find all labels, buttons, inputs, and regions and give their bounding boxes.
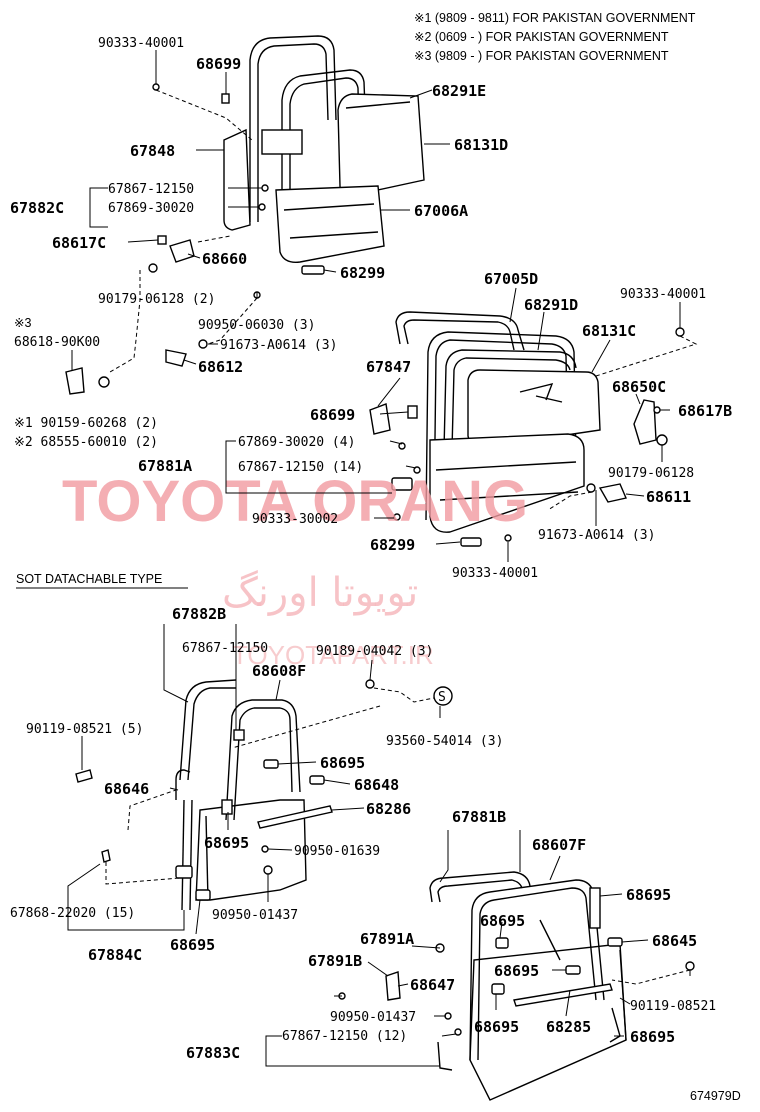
part-label[interactable]: 67848	[130, 142, 175, 160]
part-label[interactable]: 68608F	[252, 662, 306, 680]
part-label[interactable]: 90119-08521	[630, 999, 716, 1014]
part-label[interactable]: 68618-90K00	[14, 335, 100, 350]
part-label[interactable]: ※2 68555-60010 (2)	[14, 435, 158, 450]
applicability-note-1: ※1 (9809 - 9811) FOR PAKISTAN GOVERNMENT	[414, 11, 696, 25]
part-label[interactable]: 68291E	[432, 82, 486, 100]
part-label[interactable]: 68695	[630, 1028, 675, 1046]
section-label: SOT DATACHABLE TYPE	[16, 572, 162, 586]
part-label[interactable]: 67005D	[484, 270, 538, 288]
watermark-brand: TOYOTA ORANG	[62, 469, 528, 534]
part-label[interactable]: 68291D	[524, 296, 578, 314]
part-label[interactable]: 90950-06030 (3)	[198, 318, 315, 333]
part-label[interactable]: 68299	[370, 536, 415, 554]
part-label[interactable]: 67882B	[172, 605, 226, 623]
part-label[interactable]: 91673-A0614 (3)	[220, 338, 337, 353]
part-label[interactable]: 91673-A0614 (3)	[538, 528, 655, 543]
part-label[interactable]: 90333-40001	[98, 36, 184, 51]
part-label[interactable]: 68695	[480, 912, 525, 930]
part-label[interactable]: 67847	[366, 358, 411, 376]
applicability-note-2: ※2 (0609 - ) FOR PAKISTAN GOVERNMENT	[414, 30, 669, 44]
part-label[interactable]: 68695	[204, 834, 249, 852]
detachable-front-door-drawing: S	[75, 679, 453, 911]
part-label[interactable]: ※1 90159-60268 (2)	[14, 416, 158, 431]
part-label[interactable]: 68299	[340, 264, 385, 282]
part-label[interactable]: 68611	[646, 488, 691, 506]
leader-lines	[67, 50, 691, 1067]
part-label[interactable]: 67869-30020	[108, 201, 194, 216]
watermark-persian: تویوتا اورنگ	[222, 570, 418, 616]
part-label[interactable]: 68660	[202, 250, 247, 268]
part-label[interactable]: 90950-01437	[330, 1010, 416, 1025]
part-label[interactable]: 90950-01437	[212, 908, 298, 923]
part-label[interactable]: 68612	[198, 358, 243, 376]
diagram-code: 674979D	[690, 1089, 741, 1103]
part-label[interactable]: 68650C	[612, 378, 666, 396]
part-label[interactable]: 68695	[170, 936, 215, 954]
part-label[interactable]: 67891B	[308, 952, 362, 970]
part-label[interactable]: 68695	[320, 754, 365, 772]
part-label[interactable]: 67867-12150	[108, 182, 194, 197]
part-label[interactable]: 67868-22020 (15)	[10, 906, 135, 921]
part-label[interactable]: 67006A	[414, 202, 468, 220]
part-label[interactable]: 90333-30002	[252, 512, 338, 527]
part-label[interactable]: 90179-06128	[608, 466, 694, 481]
part-label[interactable]: 68285	[546, 1018, 591, 1036]
part-label[interactable]: ※3	[14, 316, 31, 330]
part-label[interactable]: 67884C	[88, 946, 142, 964]
part-label[interactable]: 90333-40001	[452, 566, 538, 581]
part-label[interactable]: 68648	[354, 776, 399, 794]
part-label[interactable]: 68131D	[454, 136, 508, 154]
part-label[interactable]: 68695	[626, 886, 671, 904]
part-label[interactable]: 68699	[196, 55, 241, 73]
part-label[interactable]: 68607F	[532, 836, 586, 854]
part-label[interactable]: 68695	[494, 962, 539, 980]
part-label[interactable]: 90189-04042 (3)	[316, 644, 433, 659]
rear-door-assembly-drawing	[369, 311, 698, 547]
part-label[interactable]: 68286	[366, 800, 411, 818]
part-label[interactable]: 90950-01639	[294, 844, 380, 859]
part-label[interactable]: 68646	[104, 780, 149, 798]
part-label[interactable]: 90179-06128 (2)	[98, 292, 215, 307]
part-label[interactable]: 67891A	[360, 930, 414, 948]
part-label[interactable]: 67869-30020 (4)	[238, 435, 355, 450]
part-label[interactable]: 67883C	[186, 1044, 240, 1062]
part-label[interactable]: 68131C	[582, 322, 636, 340]
part-label[interactable]: 68617B	[678, 402, 732, 420]
part-label[interactable]: 67881B	[452, 808, 506, 826]
applicability-note-3: ※3 (9809 - ) FOR PAKISTAN GOVERNMENT	[414, 49, 669, 63]
part-label[interactable]: 68647	[410, 976, 455, 994]
watermark-url: TOYOTAPART.IR	[232, 640, 434, 670]
part-label[interactable]: 67881A	[138, 457, 192, 475]
part-label[interactable]: 90119-08521 (5)	[26, 722, 143, 737]
part-label[interactable]: 67867-12150 (14)	[238, 460, 363, 475]
part-label[interactable]: 68645	[652, 932, 697, 950]
part-label[interactable]: 68617C	[52, 234, 106, 252]
part-label[interactable]: 67867-12150 (12)	[282, 1029, 407, 1044]
part-label[interactable]: 93560-54014 (3)	[386, 734, 503, 749]
part-labels: 90333-40001 68699 68291E 68131D 67848 67…	[10, 36, 732, 1062]
svg-text:S: S	[438, 690, 446, 705]
part-label[interactable]: 68699	[310, 406, 355, 424]
part-label[interactable]: 67882C	[10, 199, 64, 217]
front-door-assembly-drawing	[65, 35, 425, 395]
part-label[interactable]: 67867-12150	[182, 641, 268, 656]
part-label[interactable]: 90333-40001	[620, 287, 706, 302]
part-label[interactable]: 68695	[474, 1018, 519, 1036]
